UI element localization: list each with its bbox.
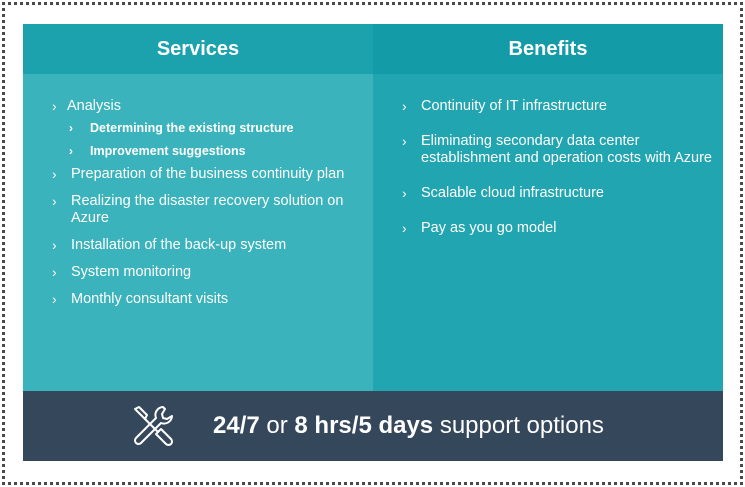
chevron-right-icon: › xyxy=(52,264,57,280)
services-list: › Analysis › Determining the existing st… xyxy=(52,98,352,318)
support-options-text: 24/7 or 8 hrs/5 days support options xyxy=(213,391,604,461)
chevron-right-icon: › xyxy=(52,98,57,114)
list-item: › Preparation of the business continuity… xyxy=(52,166,352,183)
list-item: › Continuity of IT infrastructure xyxy=(402,98,712,115)
services-item-label: Analysis xyxy=(67,98,121,114)
services-benefits-panel: Services Benefits › Analysis › Determini… xyxy=(23,24,723,461)
services-sublist: › Determining the existing structure › I… xyxy=(69,120,352,160)
list-item: › Pay as you go model xyxy=(402,220,712,237)
services-subitem-label: Improvement suggestions xyxy=(90,144,246,158)
list-item: › Installation of the back-up system xyxy=(52,237,352,254)
chevron-right-icon: › xyxy=(69,121,73,135)
support-footer: 24/7 or 8 hrs/5 days support options xyxy=(23,391,723,461)
list-item: › System monitoring xyxy=(52,264,352,281)
list-item: › Improvement suggestions xyxy=(69,143,352,160)
list-item: › Eliminating secondary data center esta… xyxy=(402,133,712,167)
support-suffix: support options xyxy=(433,412,604,439)
list-item: › Realizing the disaster recovery soluti… xyxy=(52,193,352,227)
benefits-header: Benefits xyxy=(373,24,723,74)
chevron-right-icon: › xyxy=(52,166,57,182)
services-column: › Analysis › Determining the existing st… xyxy=(23,74,373,391)
tools-icon xyxy=(133,406,174,447)
chevron-right-icon: › xyxy=(69,144,73,158)
benefits-item-label: Continuity of IT infrastructure xyxy=(421,98,607,114)
services-item-label: Monthly consultant visits xyxy=(71,291,229,307)
list-item: › Monthly consultant visits xyxy=(52,291,352,308)
list-item: › Analysis › Determining the existing st… xyxy=(52,98,352,160)
services-item-label: System monitoring xyxy=(71,264,192,280)
services-item-label: Preparation of the business continuity p… xyxy=(71,166,345,182)
support-24-7: 24/7 xyxy=(213,412,260,439)
chevron-right-icon: › xyxy=(52,193,57,209)
services-item-label: Installation of the back-up system xyxy=(71,237,287,253)
support-8hrs-5days: 8 hrs/5 days xyxy=(294,412,434,439)
services-item-label: Realizing the disaster recovery solution… xyxy=(71,193,344,226)
chevron-right-icon: › xyxy=(402,220,407,236)
services-subitem-label: Determining the existing structure xyxy=(90,121,294,135)
chevron-right-icon: › xyxy=(402,185,407,201)
list-item: › Determining the existing structure xyxy=(69,120,352,137)
services-header: Services xyxy=(23,24,373,74)
chevron-right-icon: › xyxy=(52,291,57,307)
chevron-right-icon: › xyxy=(52,237,57,253)
support-or: or xyxy=(259,412,295,439)
chevron-right-icon: › xyxy=(402,133,407,149)
benefits-item-label: Pay as you go model xyxy=(421,220,557,236)
benefits-item-label: Eliminating secondary data center establ… xyxy=(421,133,712,166)
benefits-item-label: Scalable cloud infrastructure xyxy=(421,185,604,201)
list-item: › Scalable cloud infrastructure xyxy=(402,185,712,202)
chevron-right-icon: › xyxy=(402,98,407,114)
benefits-list: › Continuity of IT infrastructure › Elim… xyxy=(402,98,712,255)
benefits-column: › Continuity of IT infrastructure › Elim… xyxy=(373,74,723,391)
